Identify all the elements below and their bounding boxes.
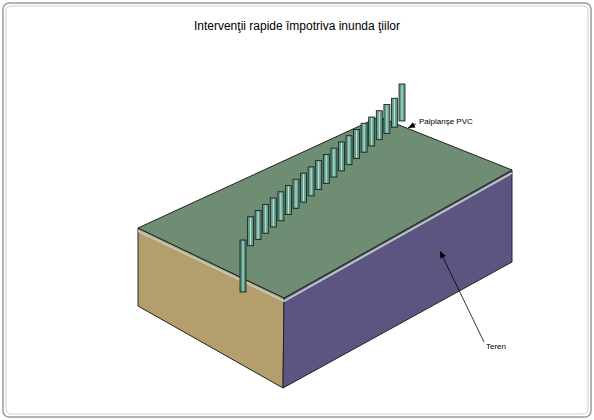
sheet-pile <box>293 179 299 208</box>
sheet-pile <box>270 198 276 227</box>
sheet-pile <box>346 136 352 165</box>
sheet-pile <box>263 204 269 233</box>
part-label: Teren <box>486 342 506 352</box>
part-label: Palplanşe PVC <box>419 117 473 127</box>
sheet-pile <box>278 192 284 221</box>
pile-highlight <box>280 193 281 220</box>
sheet-pile <box>255 211 261 240</box>
soil-top-face <box>138 117 512 298</box>
sheet-piles <box>240 84 405 292</box>
frame-inner <box>6 6 588 414</box>
pile-highlight <box>356 130 357 157</box>
leader-line <box>408 124 416 128</box>
sheet-pile <box>301 173 307 202</box>
frame <box>3 3 591 417</box>
pile-highlight <box>386 106 387 133</box>
pile-highlight <box>273 199 274 226</box>
sheet-pile <box>323 154 329 183</box>
sheet-pile <box>331 148 337 177</box>
sheet-pile <box>248 217 254 246</box>
pile-highlight <box>288 187 289 214</box>
pile-highlight <box>250 218 251 245</box>
sheet-pile <box>338 142 344 171</box>
sheet-pile <box>399 84 405 121</box>
pile-highlight <box>402 85 403 120</box>
pile-highlight <box>349 137 350 164</box>
pile-highlight <box>303 174 304 201</box>
sheet-pile <box>384 105 390 134</box>
sheet-pile <box>376 111 382 140</box>
pile-highlight <box>333 149 334 176</box>
leader-line <box>440 251 484 342</box>
sheet-pile <box>369 117 375 146</box>
pile-highlight <box>311 168 312 195</box>
sheet-pile <box>285 186 291 215</box>
pile-highlight <box>243 241 244 291</box>
pile-highlight <box>296 180 297 207</box>
sheet-pile <box>308 167 314 196</box>
pile-highlight <box>265 205 266 232</box>
sheet-pile <box>240 240 246 292</box>
sheet-pile <box>316 161 322 190</box>
pile-highlight <box>394 99 395 126</box>
pile-highlight <box>364 124 365 151</box>
pile-highlight <box>318 162 319 189</box>
sheet-pile <box>354 129 360 158</box>
sheet-pile <box>391 98 397 127</box>
diagram-title: Intervenţii rapide împotriva inunda ţiil… <box>194 19 400 33</box>
pile-highlight <box>258 212 259 239</box>
surface-edge <box>138 173 512 301</box>
sheet-pile <box>361 123 367 152</box>
pile-highlight <box>341 143 342 170</box>
pile-highlight <box>371 118 372 145</box>
pile-highlight <box>379 112 380 139</box>
pile-highlight <box>326 155 327 182</box>
